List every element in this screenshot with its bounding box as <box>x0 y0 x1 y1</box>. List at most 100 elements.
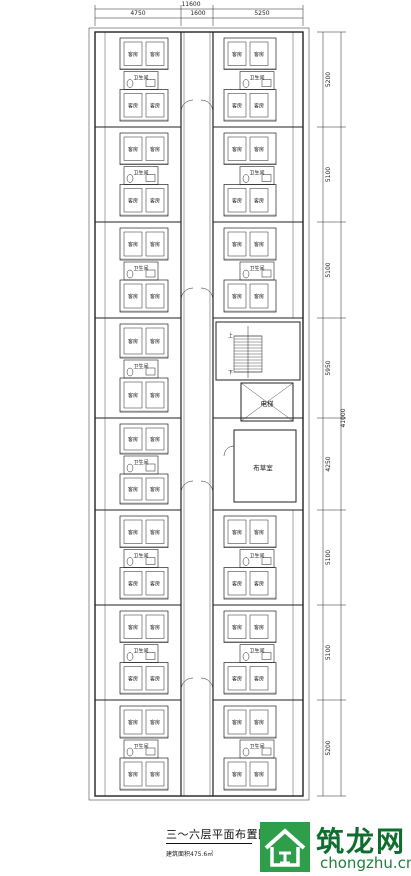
guest-room-label: 客房 <box>128 197 138 204</box>
drawing-caption: 三～六层平面布置图 <box>166 828 270 841</box>
bed-icon <box>123 571 143 596</box>
guest-room-label: 客房 <box>254 197 264 204</box>
guest-room-label: 客房 <box>128 146 138 153</box>
guest-room-label: 客房 <box>254 102 264 109</box>
watermark: 筑龙网 chongzhu.cn <box>258 818 411 874</box>
bed-icon <box>227 571 247 596</box>
guest-room <box>119 323 169 359</box>
bed-icon <box>227 666 247 691</box>
sink-icon <box>261 79 272 87</box>
dim-bay-5: 4250 <box>325 456 332 471</box>
bed-icon <box>145 761 165 787</box>
guest-room-label: 客房 <box>254 241 264 248</box>
guest-room-label: 客房 <box>232 624 242 631</box>
guest-room-label: 客房 <box>232 675 242 682</box>
guest-room-label: 客房 <box>254 580 264 587</box>
sink-icon <box>261 652 272 660</box>
guest-room-label: 客房 <box>254 51 264 58</box>
guest-room-label: 客房 <box>150 102 160 109</box>
bed-icon <box>249 666 269 691</box>
linen-room <box>233 429 297 503</box>
bed-icon <box>227 41 247 66</box>
guest-room-label: 客房 <box>232 146 242 153</box>
guest-room-label: 客房 <box>150 719 160 726</box>
toilet-icon <box>242 747 250 757</box>
bed-icon <box>145 709 165 735</box>
bed-icon <box>145 188 165 213</box>
stair-down-label: 下 <box>228 370 233 376</box>
bed-icon <box>227 231 247 257</box>
guest-room <box>223 132 277 165</box>
bathroom-label: 卫生间 <box>249 170 264 177</box>
guest-room <box>119 705 169 739</box>
bed-icon <box>227 709 247 735</box>
guest-room-label: 客房 <box>150 675 160 682</box>
bed-icon <box>145 283 165 309</box>
bathroom <box>123 71 159 90</box>
bed-icon <box>249 614 269 639</box>
guest-room-label: 客房 <box>232 102 242 109</box>
dim-right-width: 5250 <box>254 10 269 17</box>
bed-icon <box>145 136 165 161</box>
guest-room-label: 客房 <box>232 529 242 536</box>
caption-underline <box>166 843 252 844</box>
bathroom <box>123 166 159 185</box>
bed-icon <box>145 93 165 118</box>
guest-room-label: 客房 <box>232 241 242 248</box>
dim-total-length: 41000 <box>340 408 347 427</box>
toilet-icon <box>126 747 134 757</box>
sink-icon <box>261 174 272 182</box>
guest-room <box>119 515 169 548</box>
bathroom-label: 卫生间 <box>133 265 148 272</box>
toilet-icon <box>126 463 134 473</box>
bed-icon <box>145 427 165 451</box>
guest-room-label: 客房 <box>150 197 160 204</box>
sink-icon <box>145 174 156 182</box>
bed-icon <box>249 136 269 161</box>
linen-room-label: 布草室 <box>253 463 273 472</box>
guest-room-label: 客房 <box>150 338 160 345</box>
sink-icon <box>145 652 156 660</box>
bed-icon <box>123 136 143 161</box>
sink-icon <box>145 367 156 376</box>
guest-room-label: 客房 <box>232 197 242 204</box>
building-walls <box>88 27 310 801</box>
guest-room-label: 客房 <box>254 675 264 682</box>
corridor-door <box>180 677 194 691</box>
guest-room <box>119 37 169 70</box>
corridor-door <box>180 99 194 113</box>
bed-icon <box>123 666 143 691</box>
guest-room <box>119 132 169 165</box>
toilet-icon <box>126 557 134 566</box>
bathroom <box>123 739 159 759</box>
guest-room-label: 客房 <box>232 293 242 300</box>
watermark-logo <box>260 822 310 872</box>
bed-icon <box>123 427 143 451</box>
bathroom <box>123 359 159 379</box>
bed-icon <box>123 761 143 787</box>
sink-icon <box>145 463 156 472</box>
bathroom-label: 卫生间 <box>249 265 264 272</box>
guest-room-label: 客房 <box>128 675 138 682</box>
guest-room-label: 客房 <box>232 51 242 58</box>
dim-bay-6: 5100 <box>325 550 332 565</box>
toilet-icon <box>126 367 134 377</box>
guest-room-label: 客房 <box>150 392 160 399</box>
bathroom-label: 卫生间 <box>133 75 148 82</box>
dim-bay-4: 5950 <box>325 360 332 375</box>
bed-icon <box>249 283 269 309</box>
bed-icon <box>145 327 165 355</box>
bathroom <box>239 739 275 759</box>
bed-icon <box>145 571 165 596</box>
sink-icon <box>145 269 156 278</box>
bathroom <box>239 549 275 568</box>
corridor-door <box>200 480 214 494</box>
guest-room-label: 客房 <box>128 719 138 726</box>
elevator-cross <box>240 382 294 422</box>
bed-icon <box>145 41 165 66</box>
bed-icon <box>123 188 143 213</box>
room-layouts: 客房客房客房客房卫生间客房客房客房客房卫生间客房客房客房客房卫生间客房客房客房客… <box>104 32 294 796</box>
guest-room-label: 客房 <box>150 436 160 443</box>
bed-icon <box>123 327 143 355</box>
toilet-icon <box>126 269 134 279</box>
